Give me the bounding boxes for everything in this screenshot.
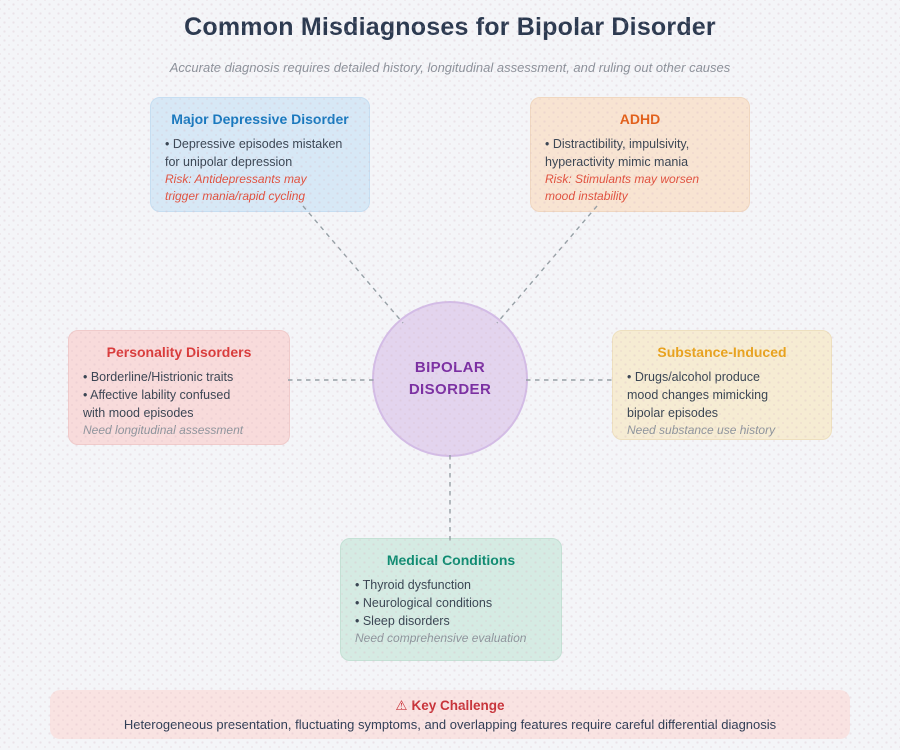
card-note-line: Need comprehensive evaluation (355, 631, 527, 645)
central-node-label: BIPOLAR (414, 359, 486, 376)
card-text-line: • Borderline/Histrionic traits (83, 370, 234, 384)
card-note-line: Risk: Stimulants may worsen (545, 172, 700, 186)
warning-icon: ⚠ (395, 698, 408, 713)
page-subtitle: Accurate diagnosis requires detailed his… (169, 60, 731, 75)
connector-mdd (302, 205, 404, 324)
key-challenge-banner: ⚠Key Challenge Heterogeneous presentatio… (50, 690, 850, 739)
card-text-line: • Sleep disorders (355, 614, 450, 628)
card-title: Major Depressive Disorder (171, 111, 349, 127)
card-note-line: trigger mania/rapid cycling (165, 189, 306, 203)
card-text-line: bipolar episodes (627, 406, 719, 420)
connector-adhd (496, 205, 598, 324)
card-note-line: Need substance use history (627, 423, 776, 437)
card-text-line: mood changes mimicking (627, 388, 769, 402)
card-text-line: • Neurological conditions (355, 596, 493, 610)
card-text-line: • Thyroid dysfunction (355, 578, 472, 592)
card-note-line: Need longitudinal assessment (83, 423, 244, 437)
card-adhd: ADHD • Distractibility, impulsivity, hyp… (530, 97, 750, 212)
card-note-line: mood instability (545, 189, 628, 203)
card-personality-disorders: Personality Disorders • Borderline/Histr… (68, 330, 290, 445)
banner-title: ⚠Key Challenge (50, 698, 850, 714)
card-text-line: • Depressive episodes mistaken (165, 137, 343, 151)
card-text-line: • Distractibility, impulsivity, (545, 137, 690, 151)
central-node-label: DISORDER (408, 381, 492, 398)
card-title: ADHD (619, 111, 661, 127)
card-text-line: hyperactivity mimic mania (545, 155, 689, 169)
card-text-line: for unipolar depression (165, 155, 293, 169)
card-title: Personality Disorders (106, 344, 252, 360)
page-title: Common Misdiagnoses for Bipolar Disorder (184, 13, 716, 41)
banner-text: Heterogeneous presentation, fluctuating … (123, 717, 777, 732)
card-text-line: • Drugs/alcohol produce (627, 370, 760, 384)
card-text-line: with mood episodes (83, 406, 194, 420)
card-major-depressive-disorder: Major Depressive Disorder • Depressive e… (150, 97, 370, 212)
central-node-bipolar-disorder: BIPOLAR DISORDER (372, 301, 528, 457)
card-text-line: • Affective lability confused (83, 388, 231, 402)
card-substance-induced: Substance-Induced • Drugs/alcohol produc… (612, 330, 832, 440)
banner-title-text: Key Challenge (411, 698, 505, 713)
card-title: Substance-Induced (657, 344, 787, 360)
card-medical-conditions: Medical Conditions • Thyroid dysfunction… (340, 538, 562, 661)
card-title: Medical Conditions (386, 552, 516, 568)
card-note-line: Risk: Antidepressants may (165, 172, 307, 186)
